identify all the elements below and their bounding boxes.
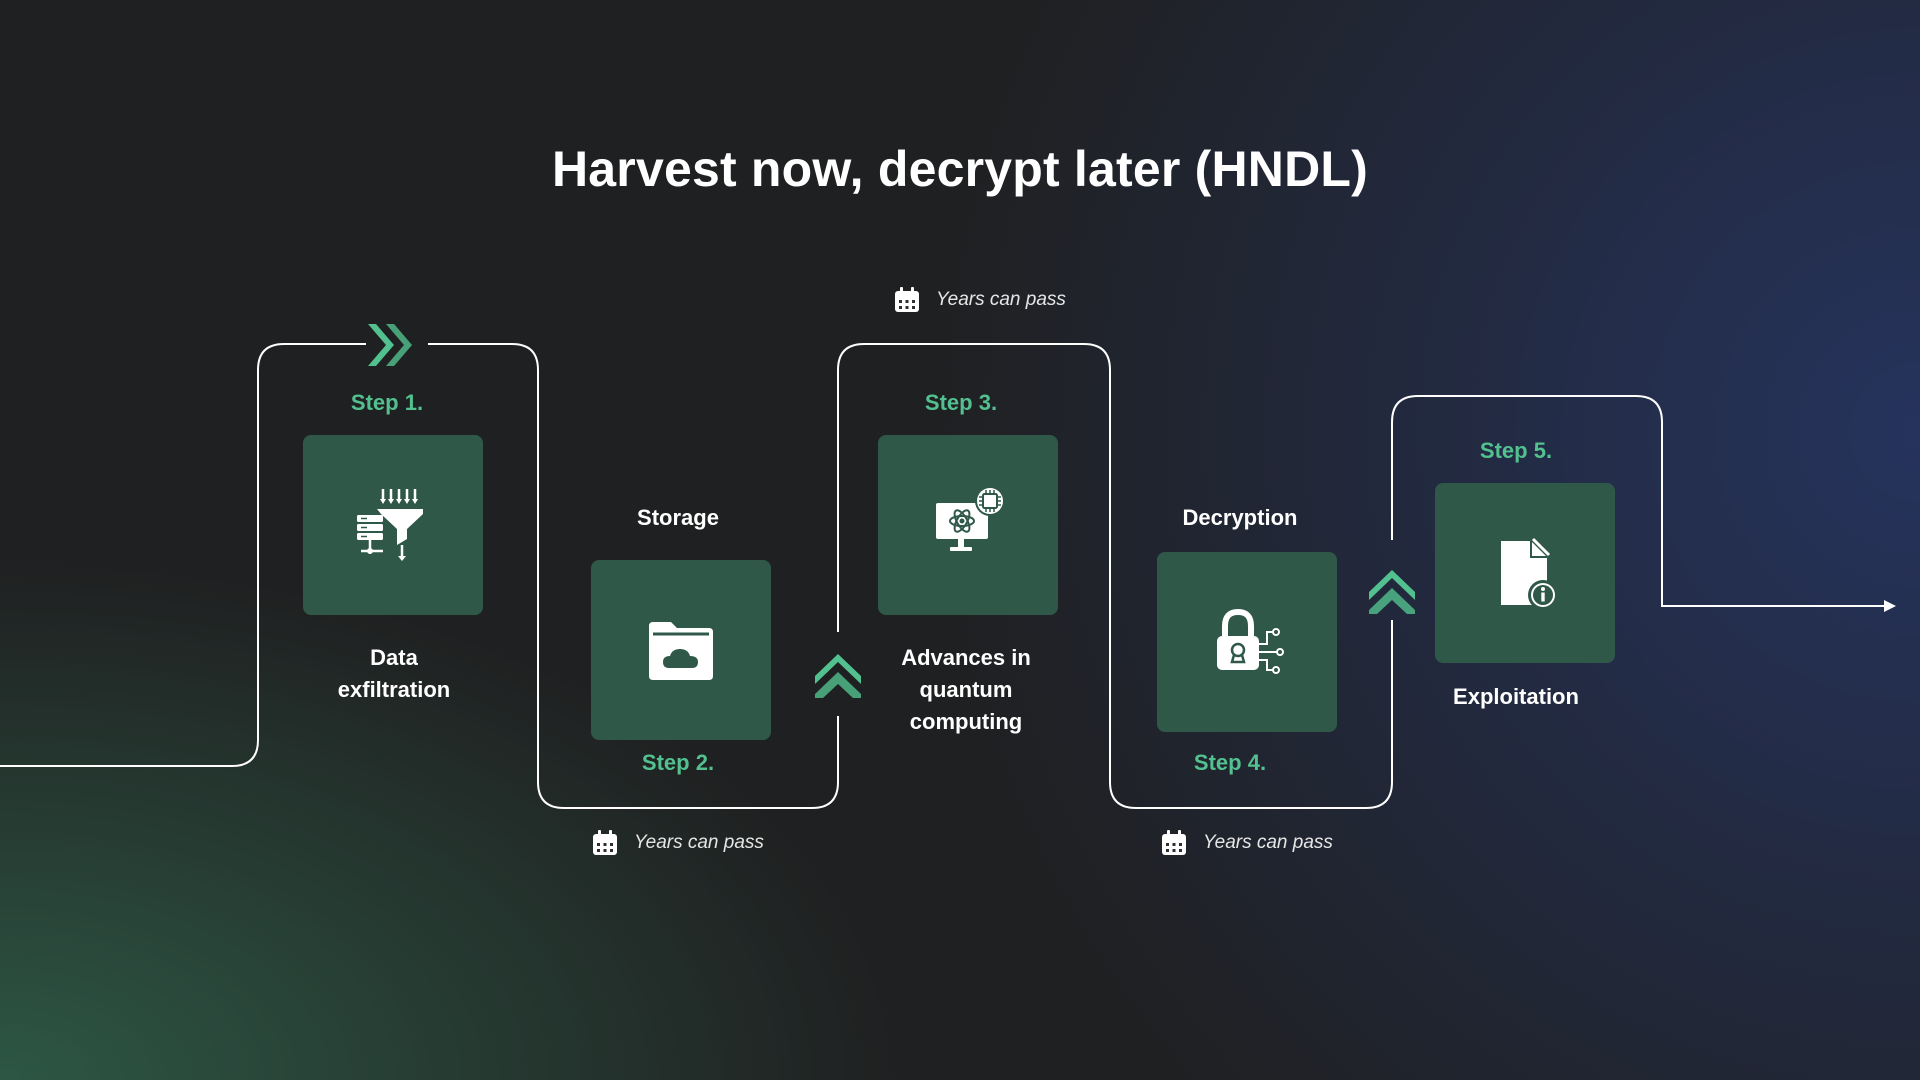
step-3-label: Advances in quantum computing: [901, 645, 1031, 734]
data-funnel-icon: [357, 489, 423, 561]
step-4-number: Step 4.: [1193, 750, 1267, 775]
step-1-card: [303, 435, 483, 615]
quantum-computer-icon: [936, 486, 1005, 551]
step-1-number: Step 1.: [350, 390, 424, 415]
double-chevron-right-icon: [368, 324, 412, 366]
step-1-label: Data exfiltration: [337, 645, 451, 702]
step-5-number: Step 5.: [1479, 438, 1553, 463]
calendar-icon: [593, 830, 617, 855]
step-5-label: Exploitation: [1453, 684, 1579, 709]
step-4-card: [1157, 552, 1337, 732]
step-3-card: [878, 435, 1058, 615]
step-4-label: Decryption: [1182, 505, 1298, 530]
cloud-folder-icon: [649, 622, 713, 680]
step-2-card: [591, 560, 771, 740]
step-2-label: Storage: [637, 505, 719, 530]
diagram-title: Harvest now, decrypt later (HNDL): [551, 141, 1369, 197]
calendar-icon: [895, 287, 919, 312]
step-5-card: [1435, 483, 1615, 663]
double-chevron-up-icon: [1369, 570, 1415, 614]
years-note-text: Years can pass: [1203, 832, 1333, 853]
document-info-icon: [1501, 537, 1558, 610]
years-note-bottom-left: Years can pass: [590, 828, 764, 858]
double-chevron-up-icon: [815, 654, 861, 698]
calendar-icon: [1162, 830, 1186, 855]
years-note-text: Years can pass: [634, 832, 764, 853]
years-note-top: Years can pass: [892, 285, 1066, 315]
padlock-circuit-icon: [1217, 608, 1284, 674]
step-2-number: Step 2.: [641, 750, 715, 775]
step-3-number: Step 3.: [924, 390, 998, 415]
years-note-bottom-right: Years can pass: [1159, 828, 1333, 858]
arrow-head-icon: [1884, 600, 1896, 612]
years-note-text: Years can pass: [936, 289, 1066, 310]
